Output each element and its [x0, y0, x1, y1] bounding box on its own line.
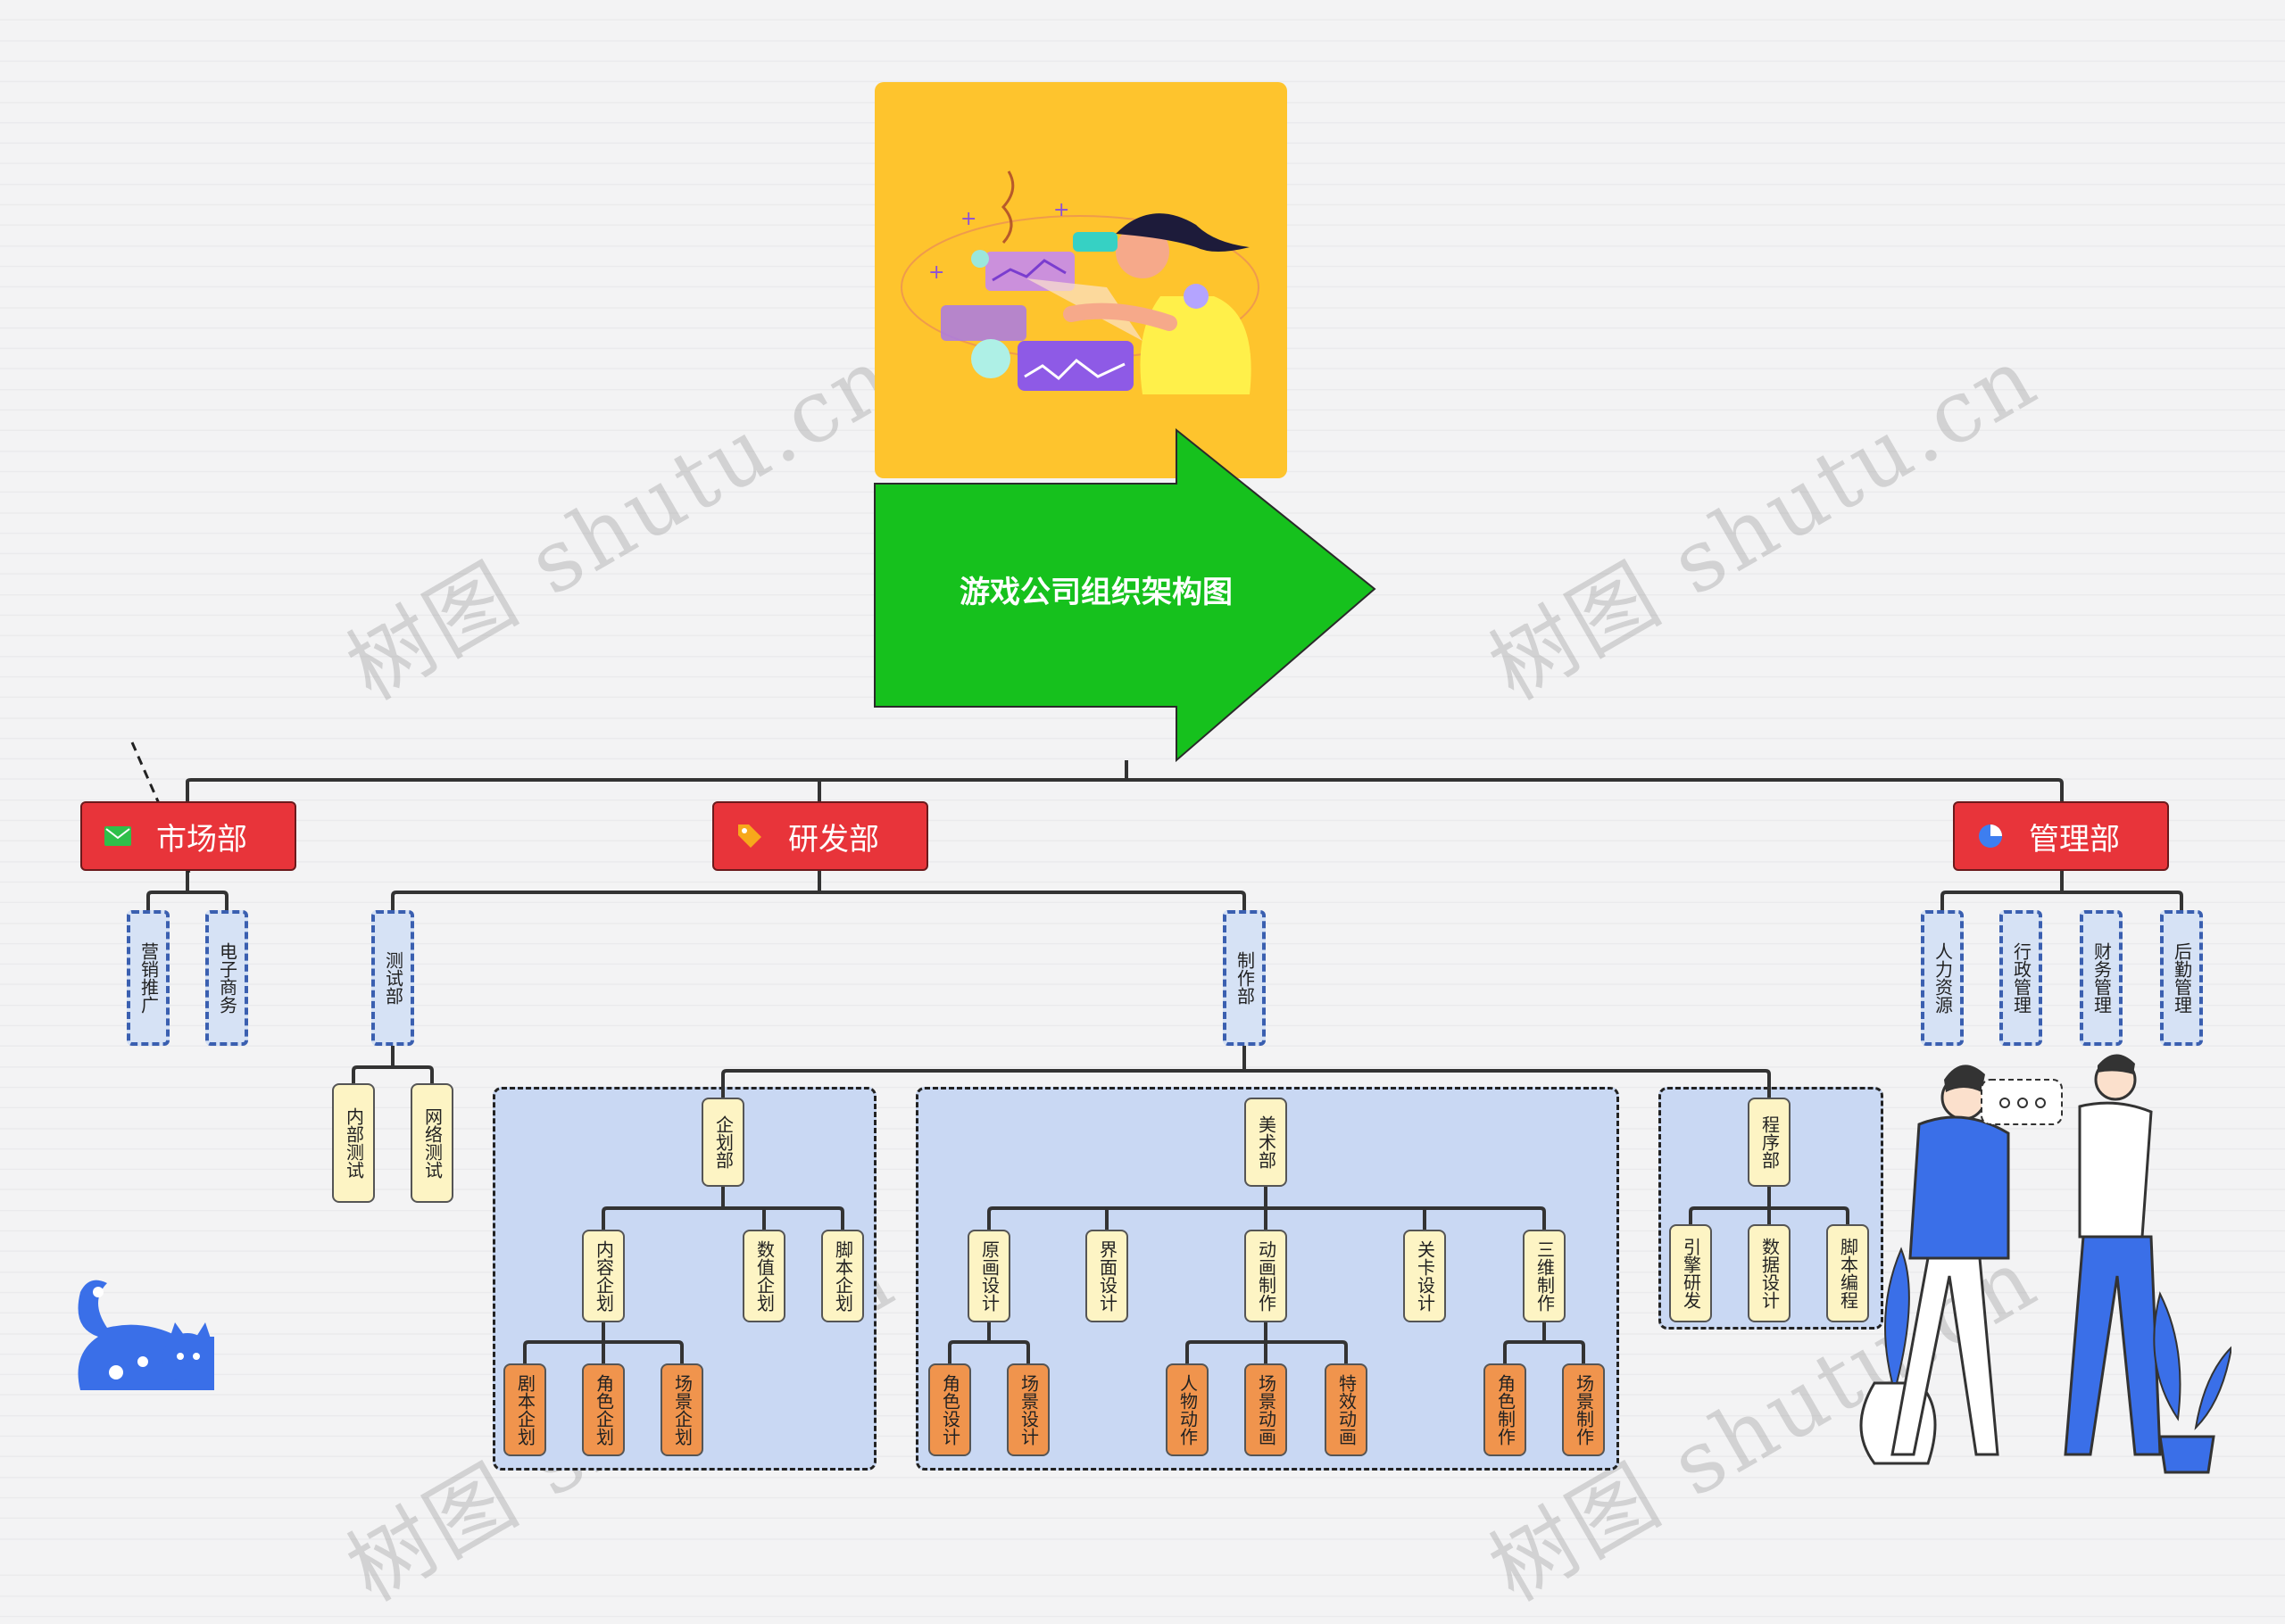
node-story-planning[interactable]: 剧本企划 [503, 1363, 546, 1456]
node-engine-dev[interactable]: 引擎研发 [1669, 1224, 1712, 1322]
node-fx-animation[interactable]: 特效动画 [1325, 1363, 1367, 1456]
node-concept-design[interactable]: 原画设计 [968, 1230, 1010, 1322]
node-finance[interactable]: 财务管理 [2080, 910, 2123, 1046]
node-animation[interactable]: 动画制作 [1244, 1230, 1287, 1322]
dept-market[interactable]: 市场部 [80, 801, 296, 871]
node-admin[interactable]: 行政管理 [1999, 910, 2042, 1046]
node-scene-planning[interactable]: 场景企划 [661, 1363, 703, 1456]
node-scene-production[interactable]: 场景制作 [1562, 1363, 1605, 1456]
node-character-production[interactable]: 角色制作 [1483, 1363, 1526, 1456]
node-data-design[interactable]: 数据设计 [1748, 1224, 1791, 1322]
node-scene-animation[interactable]: 场景动画 [1244, 1363, 1287, 1456]
tag-icon [732, 818, 768, 854]
mail-icon [100, 818, 136, 854]
node-logistics[interactable]: 后勤管理 [2160, 910, 2203, 1046]
node-level-design[interactable]: 关卡设计 [1403, 1230, 1446, 1322]
node-test-dept[interactable]: 测试部 [371, 910, 414, 1046]
banner-illustration: + + + [875, 82, 1287, 478]
title-arrow [874, 428, 1376, 763]
cat-illustration [78, 1280, 214, 1390]
node-program-dept[interactable]: 程序部 [1748, 1098, 1791, 1187]
dept-mgmt-label: 管理部 [2029, 821, 2120, 858]
vr-woman-illustration: + + + [901, 170, 1259, 394]
node-internal-test[interactable]: 内部测试 [332, 1083, 375, 1203]
node-3d-production[interactable]: 三维制作 [1523, 1230, 1566, 1322]
svg-text:+: + [960, 208, 976, 230]
node-character-design[interactable]: 角色设计 [928, 1363, 971, 1456]
node-content-planning[interactable]: 内容企划 [582, 1230, 625, 1322]
node-produce-dept[interactable]: 制作部 [1223, 910, 1266, 1046]
node-hr[interactable]: 人力资源 [1921, 910, 1964, 1046]
node-script-programming[interactable]: 脚本编程 [1826, 1224, 1869, 1322]
node-character-motion[interactable]: 人物动作 [1166, 1363, 1209, 1456]
node-planning-dept[interactable]: 企划部 [702, 1098, 744, 1187]
node-art-dept[interactable]: 美术部 [1244, 1098, 1287, 1187]
node-network-test[interactable]: 网络测试 [411, 1083, 453, 1203]
node-role-planning[interactable]: 角色企划 [582, 1363, 625, 1456]
node-marketing[interactable]: 营销推广 [127, 910, 170, 1046]
dept-rnd[interactable]: 研发部 [712, 801, 928, 871]
people-illustration [1859, 1054, 2231, 1474]
page-title: 游戏公司组织架构图 [960, 575, 1233, 610]
node-script-planning[interactable]: 脚本企划 [821, 1230, 864, 1322]
svg-text:+: + [928, 261, 944, 284]
dept-mgmt[interactable]: 管理部 [1953, 801, 2169, 871]
node-ecommerce[interactable]: 电子商务 [205, 910, 248, 1046]
node-value-planning[interactable]: 数值企划 [743, 1230, 785, 1322]
connector-lines [130, 742, 2183, 1363]
node-scene-design[interactable]: 场景设计 [1007, 1363, 1050, 1456]
svg-text:+: + [1053, 199, 1069, 221]
pie-chart-icon [1973, 818, 2008, 854]
dept-rnd-label: 研发部 [788, 821, 879, 858]
node-ui-design[interactable]: 界面设计 [1085, 1230, 1128, 1322]
dept-market-label: 市场部 [156, 821, 247, 858]
